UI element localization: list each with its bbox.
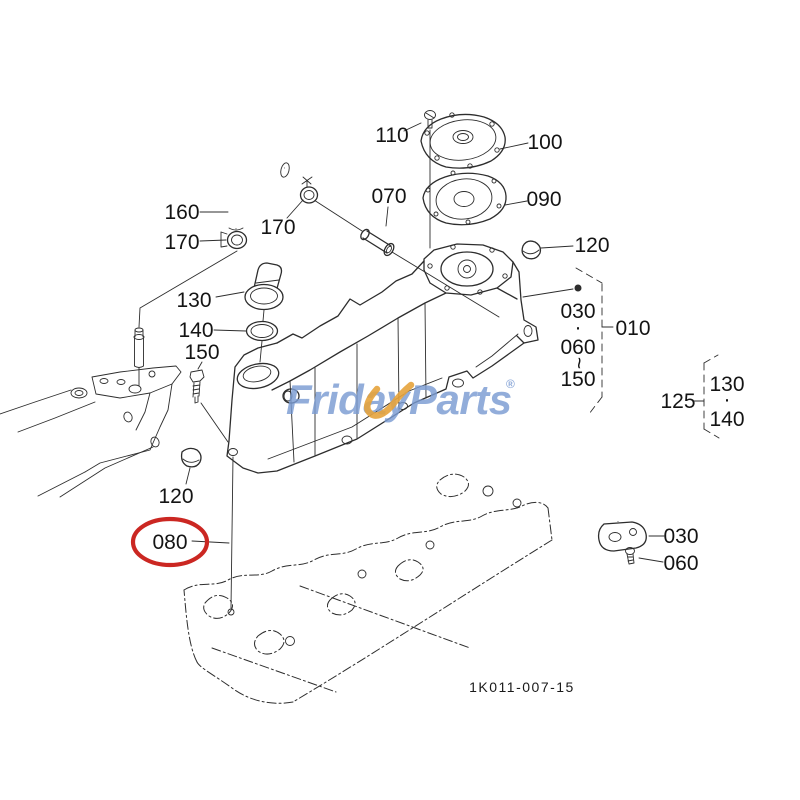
hose-clamp-upper <box>299 176 319 204</box>
group-010-item-150: 150 <box>560 368 595 391</box>
leader-lines <box>185 122 665 563</box>
highlight-ellipse <box>130 516 210 568</box>
callout-140: 140 <box>178 319 213 342</box>
callout-060: 060 <box>663 552 698 575</box>
group-010-dot: · <box>575 316 582 339</box>
alignment-line-end <box>227 608 235 616</box>
watermark-registered-mark: ® <box>506 377 515 391</box>
callout-030: 030 <box>663 525 698 548</box>
hose-route-line-right <box>313 199 500 318</box>
callout-170-upper: 170 <box>260 216 295 239</box>
breather-screw <box>424 110 436 129</box>
group-010-label: 010 <box>615 317 650 340</box>
watermark-swoosh-icon <box>364 381 415 419</box>
group-125-item-140: 140 <box>709 408 744 431</box>
valve-cover-gasket <box>236 411 513 563</box>
callout-120-upper: 120 <box>574 234 609 257</box>
sensor-route-line <box>200 402 229 443</box>
callout-150: 150 <box>184 341 219 364</box>
group-010-range: ~ <box>567 357 590 369</box>
alignment-line-bolt <box>230 456 234 609</box>
callout-labels: 110 100 070 090 160 170 170 120 130 140 … <box>152 124 698 575</box>
mounting-bracket <box>0 365 182 498</box>
callout-170-lower: 170 <box>164 231 199 254</box>
callout-090: 090 <box>526 188 561 211</box>
callout-070: 070 <box>371 185 406 208</box>
oil-filler-cap <box>244 262 284 311</box>
cylinder-head-phantom <box>183 473 553 704</box>
group-010-item-030: 030 <box>560 300 595 323</box>
pressure-sensor <box>189 369 205 404</box>
group-010: 030 · 060 ~ 150 010 <box>560 300 650 391</box>
group-010-bracket <box>575 267 614 415</box>
breather-tube <box>360 228 395 257</box>
callout-120-lower: 120 <box>158 485 193 508</box>
plug-upper <box>521 240 542 260</box>
pipe-bracket <box>597 521 647 552</box>
breather-plate-gasket <box>422 170 507 226</box>
hose-route-line-left <box>138 250 238 328</box>
callout-100: 100 <box>527 131 562 154</box>
breather-hose <box>228 162 290 231</box>
callout-160: 160 <box>164 201 199 224</box>
alignment-line-cap <box>259 309 265 363</box>
valve-cover <box>226 243 539 474</box>
callout-080: 080 <box>152 531 187 554</box>
group-125-label: 125 <box>660 390 695 413</box>
group-125-dot: · <box>724 388 731 411</box>
group-010-item-060: 060 <box>560 336 595 359</box>
o-ring <box>245 320 279 342</box>
group-125: 125 130 · 140 <box>660 373 744 431</box>
hose-clamp-lower <box>220 230 248 250</box>
drawing-number: 1K011-007-15 <box>469 679 575 695</box>
breather-cover <box>420 112 506 169</box>
callout-130: 130 <box>176 289 211 312</box>
plug-lower <box>180 447 202 468</box>
callout-110: 110 <box>375 124 408 147</box>
bracket-screw <box>625 547 635 565</box>
watermark: FridayParts ® <box>286 376 515 423</box>
group-125-item-130: 130 <box>709 373 744 396</box>
group-125-bracket <box>692 354 720 439</box>
bracket-stud <box>133 327 145 387</box>
breather-pipe <box>451 397 620 522</box>
